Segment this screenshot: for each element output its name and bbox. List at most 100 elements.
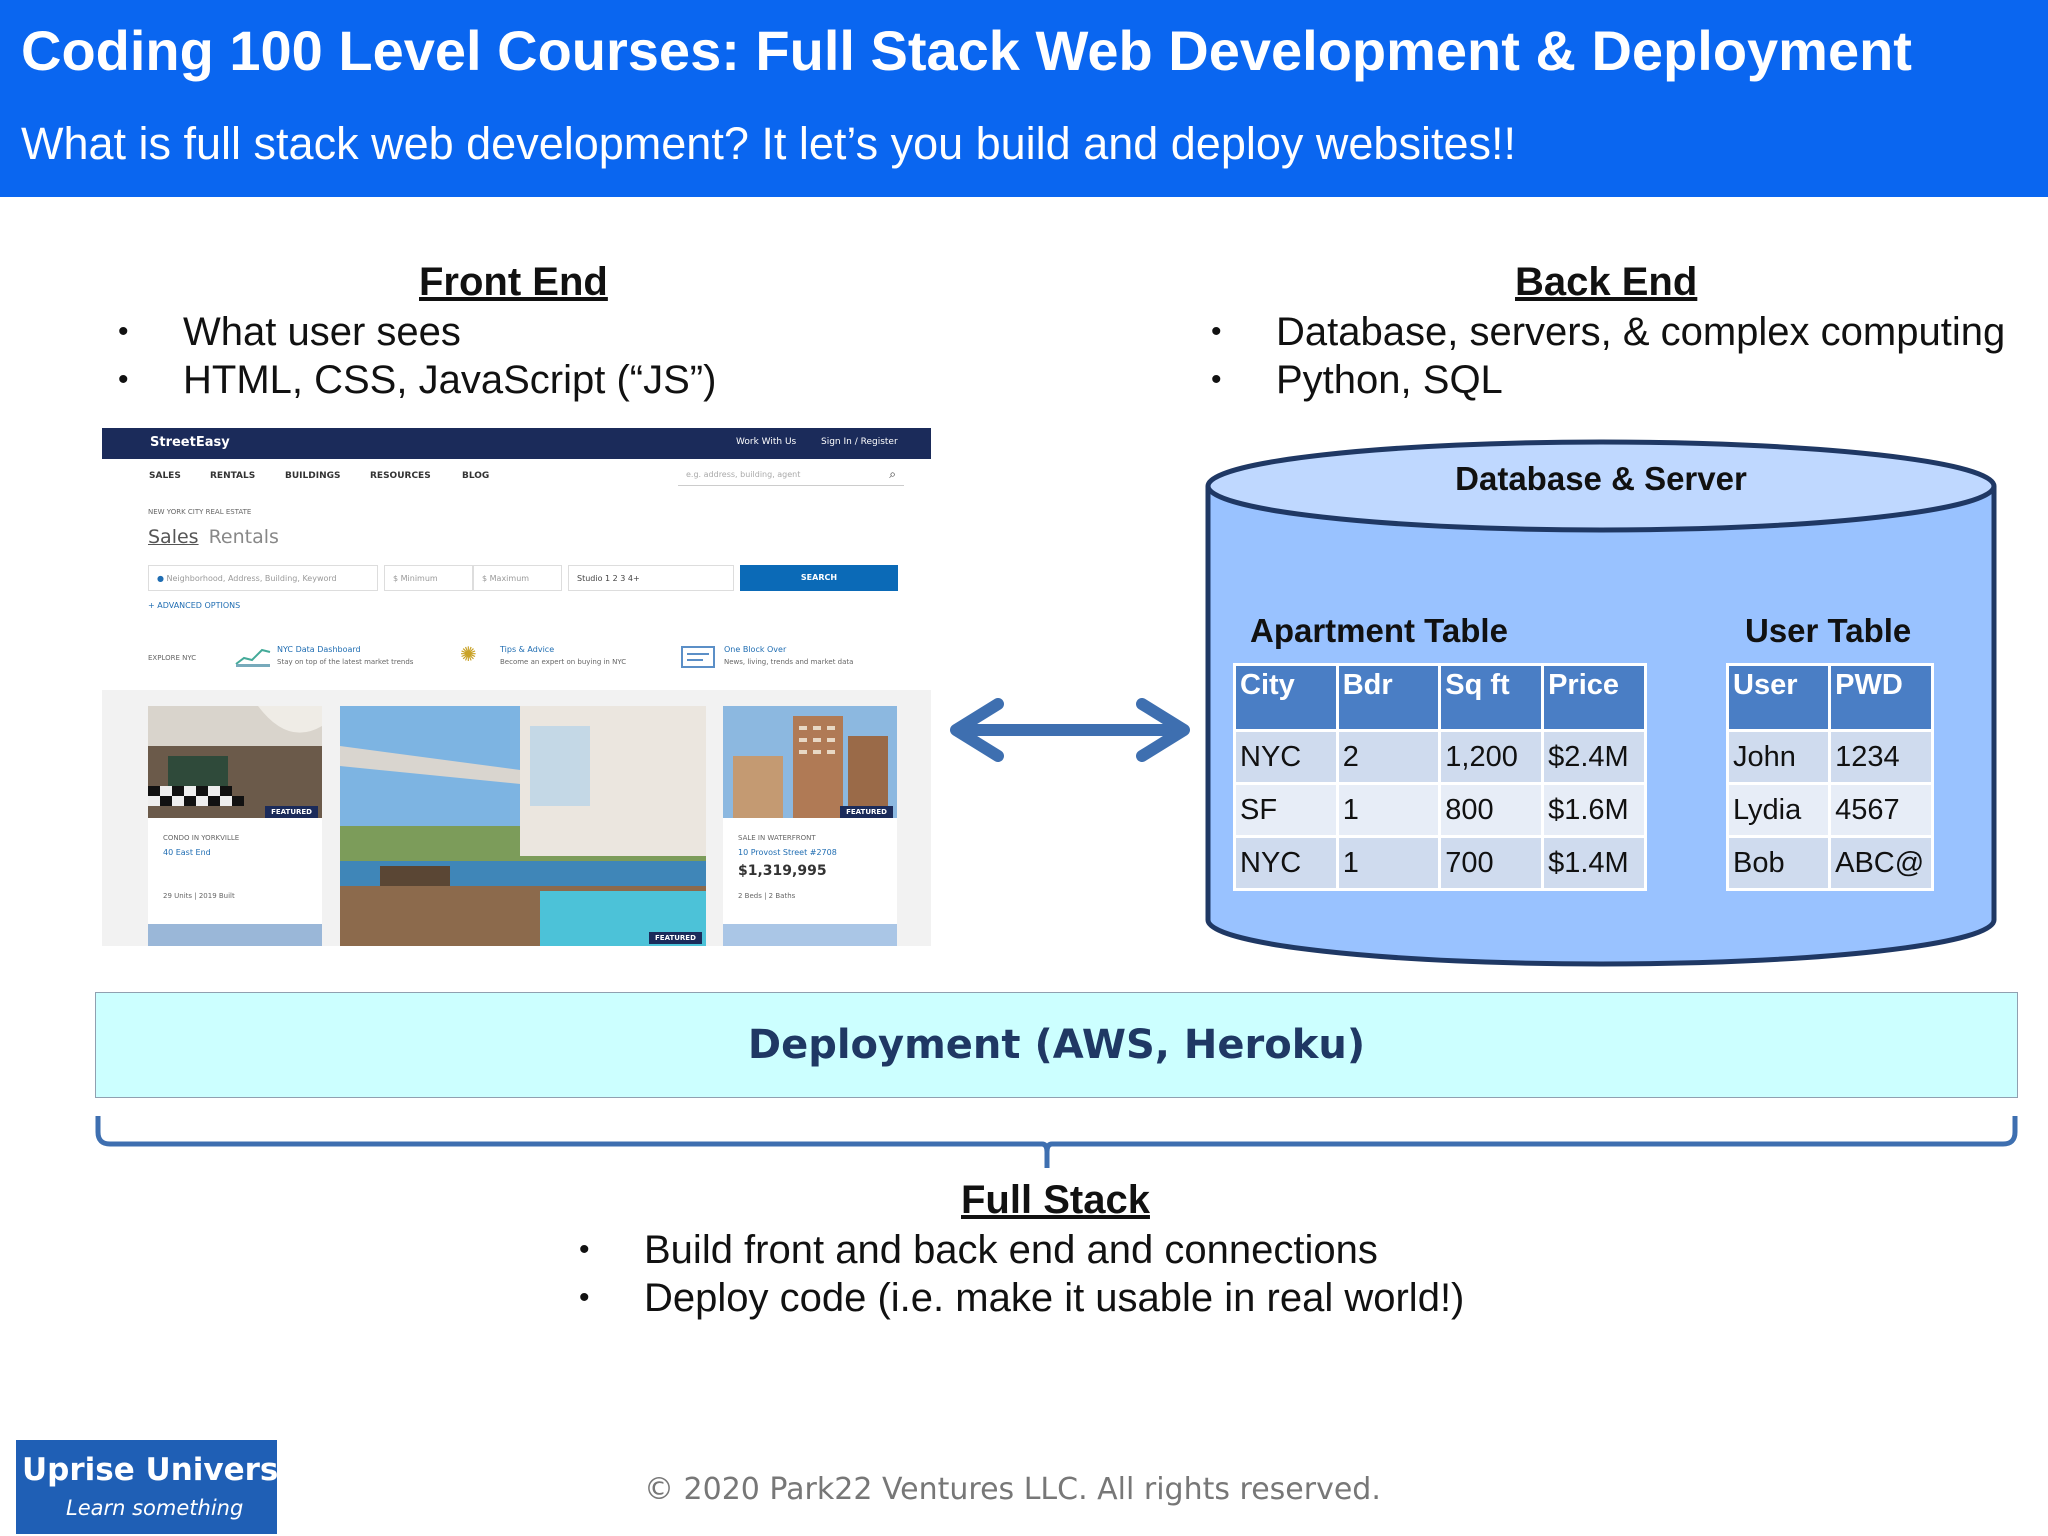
chart-icon [235, 648, 271, 667]
site-search-input: e.g. address, building, agent ⌕ [678, 464, 904, 486]
featured-badge: FEATURED [840, 806, 893, 818]
listing-photo [723, 706, 897, 818]
table-cell: 4567 [1828, 782, 1934, 838]
user-table-title: User Table [1745, 612, 1912, 649]
listing-meta: 2 Beds | 2 Baths [738, 892, 796, 900]
table-cell: Bob [1725, 835, 1832, 891]
table-row: Lydia 4567 [1725, 782, 1934, 838]
table-cell: NYC [1233, 835, 1339, 891]
site-nav-item: SALES [149, 471, 181, 481]
site-explore-desc: Become an expert on buying in NYC [500, 658, 627, 666]
table-cell: 800 [1438, 782, 1545, 838]
user-table: User PWD John 1234 Lydia 4567 Bob ABC@ [1725, 663, 1934, 891]
table-cell: 2 [1335, 729, 1442, 785]
column-header: City [1233, 663, 1339, 732]
table-cell: John [1725, 729, 1832, 785]
full-stack-title: Full Stack [961, 1178, 1150, 1222]
site-location-field: ● Neighborhood, Address, Building, Keywo… [148, 565, 378, 591]
site-top-link: Work With Us [736, 437, 797, 447]
table-row: NYC 2 1,200 $2.4M [1233, 729, 1647, 785]
table-cell: Lydia [1725, 782, 1832, 838]
listing-meta: 29 Units | 2019 Built [163, 892, 235, 900]
site-explore-title: Tips & Advice [500, 645, 555, 654]
site-nav-item: BUILDINGS [285, 471, 341, 481]
front-end-title: Front End [419, 260, 608, 304]
column-header: Bdr [1335, 663, 1442, 732]
site-nav-item: BLOG [462, 471, 490, 481]
site-advanced-link: + ADVANCED OPTIONS [148, 601, 241, 610]
table-row: SF 1 800 $1.6M [1233, 782, 1647, 838]
table-cell: $1.4M [1541, 835, 1647, 891]
featured-badge: FEATURED [649, 932, 702, 944]
full-stack-bullet: Build front and back end and connections [579, 1226, 1464, 1274]
table-row: Bob ABC@ [1725, 835, 1934, 891]
back-end-bullets: Database, servers, & complex computing P… [1211, 308, 2005, 404]
slide-header: Coding 100 Level Courses: Full Stack Web… [0, 0, 2048, 197]
back-end-bullet: Database, servers, & complex computing [1211, 308, 2005, 356]
table-cell: ABC@ [1828, 835, 1934, 891]
slide-subtitle: What is full stack web development? It l… [21, 118, 1516, 169]
site-top-link: Sign In / Register [821, 437, 898, 447]
table-cell: 1,200 [1438, 729, 1545, 785]
listing-type: CONDO IN YORKVILLE [163, 834, 240, 842]
table-row: John 1234 [1725, 729, 1934, 785]
site-nav-item: RENTALS [210, 471, 256, 481]
site-eyebrow: NEW YORK CITY REAL ESTATE [148, 508, 252, 516]
site-search-placeholder: e.g. address, building, agent [686, 470, 801, 479]
listing-name: 10 Provost Street #2708 [738, 848, 837, 857]
site-explore-title: NYC Data Dashboard [277, 645, 361, 654]
column-header: PWD [1828, 663, 1934, 732]
full-stack-bullet: Deploy code (i.e. make it usable in real… [579, 1274, 1464, 1322]
site-explore-title: One Block Over [724, 645, 787, 654]
copyright-notice: © 2020 Park22 Ventures LLC. All rights r… [644, 1472, 1381, 1507]
listing-photo [148, 706, 322, 818]
back-end-bullet: Python, SQL [1211, 356, 2005, 404]
deployment-band: Deployment (AWS, Heroku) [95, 992, 2018, 1098]
newspaper-icon [681, 646, 715, 668]
full-stack-bullets: Build front and back end and connections… [579, 1226, 1464, 1322]
listing-name: 40 East End [163, 848, 211, 857]
featured-badge: FEATURED [265, 806, 318, 818]
front-end-bullets: What user sees HTML, CSS, JavaScript (“J… [118, 308, 716, 404]
search-icon: ⌕ [889, 467, 896, 481]
site-nav-item: RESOURCES [370, 471, 431, 481]
listing-photo [340, 706, 706, 946]
logo-name: Uprise University [22, 1452, 325, 1488]
listing-card-partial [723, 924, 897, 946]
brace-bracket [95, 1116, 2018, 1168]
table-header-row: City Bdr Sq ft Price [1233, 663, 1647, 732]
table-cell: $2.4M [1541, 729, 1647, 785]
site-beds-field: Studio 1 2 3 4+ [568, 565, 734, 591]
table-cell: $1.6M [1541, 782, 1647, 838]
site-search-button: SEARCH [740, 565, 898, 591]
site-max-field: $ Maximum [473, 565, 562, 591]
site-min-field: $ Minimum [384, 565, 473, 591]
column-header: Price [1541, 663, 1647, 732]
double-arrow-icon [950, 698, 1190, 762]
apartment-table: City Bdr Sq ft Price NYC 2 1,200 $2.4M S… [1233, 663, 1647, 891]
lightbulb-icon: ✺ [460, 642, 477, 666]
listing-card: FEATURED SALE IN WATERFRONT 10 Provost S… [723, 706, 897, 946]
site-logo: StreetEasy [150, 435, 230, 450]
apartment-table-title: Apartment Table [1250, 612, 1508, 649]
site-explore-label: EXPLORE NYC [148, 654, 197, 662]
column-header: User [1725, 663, 1832, 732]
listing-type: SALE IN WATERFRONT [738, 834, 816, 842]
slide-title: Coding 100 Level Courses: Full Stack Web… [21, 19, 1912, 82]
site-explore-desc: News, living, trends and market data [724, 658, 854, 666]
front-end-bullet: HTML, CSS, JavaScript (“JS”) [118, 356, 716, 404]
table-cell: 700 [1438, 835, 1545, 891]
table-cell: NYC [1233, 729, 1339, 785]
website-screenshot: StreetEasy Work With Us Sign In / Regist… [102, 428, 931, 946]
listing-card: FEATURED CONDO IN YORKVILLE 40 East End … [148, 706, 322, 946]
site-explore-desc: Stay on top of the latest market trends [277, 658, 414, 666]
site-tab-sales: Sales [148, 526, 199, 548]
table-row: NYC 1 700 $1.4M [1233, 835, 1647, 891]
listing-card-partial [148, 924, 322, 946]
table-cell: 1234 [1828, 729, 1934, 785]
database-title: Database & Server [1455, 460, 1747, 497]
logo-tagline: Learn something [66, 1496, 244, 1520]
table-cell: 1 [1335, 782, 1442, 838]
table-cell: SF [1233, 782, 1339, 838]
